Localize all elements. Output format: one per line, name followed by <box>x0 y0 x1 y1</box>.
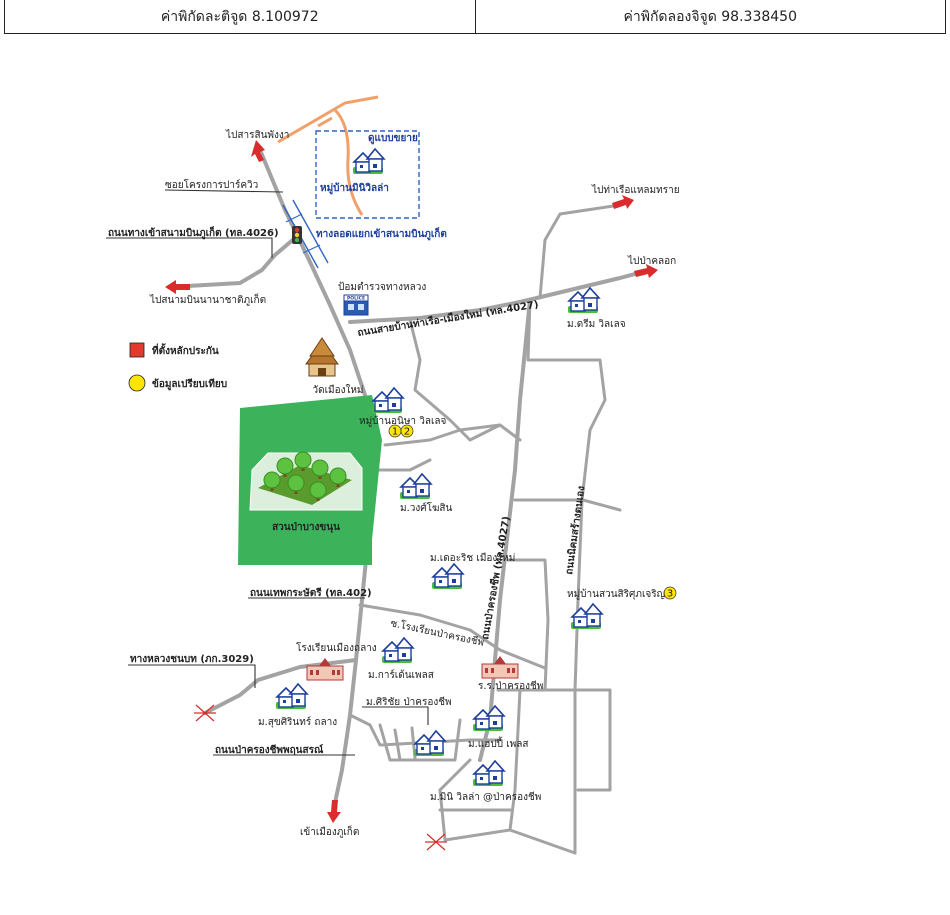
label-dream-village: ม.ดรีม วิลเลจ <box>567 318 626 330</box>
comparable-3: 3 <box>667 589 673 600</box>
temple-label: วัดเมืองใหม่ <box>312 384 363 396</box>
legend: ที่ตั้งหลักประกัน ข้อมูลเปรียบเทียบ <box>128 342 227 392</box>
police-box-icon: POLICE <box>343 294 369 316</box>
school-icon <box>481 656 519 679</box>
label-to-pier: ไปท่าเรือแหลมทราย <box>591 184 680 196</box>
label-thepkrasattri-road: ถนนเทพกระษัตรี (ทล.402) <box>250 587 372 599</box>
temple-icon <box>305 337 339 377</box>
label-pa-khlong-school: ร.ร.ป่าครองชีพ <box>478 680 543 692</box>
coordinate-header: ค่าพิกัดละติจูด 8.100972 ค่าพิกัดลองจิจู… <box>4 0 946 34</box>
label-to-phuket: เข้าเมืองภูเก็ต <box>300 824 359 838</box>
traffic-light-icon <box>292 226 302 244</box>
comparable-markers: 1 2 3 <box>388 424 677 600</box>
label-airport-road: ถนนทางเข้าสนามบินภูเก็ต (ทล.4026) <box>108 225 279 240</box>
comparable-marker <box>128 374 146 392</box>
label-pa-khlong-samphan: ถนนป่าครองชีพพฤนสรณ์ <box>215 744 324 756</box>
latitude-cell: ค่าพิกัดละติจูด 8.100972 <box>160 8 319 25</box>
label-mini-villa-pa-khlong: ม.มินิ วิลล่า @ป่าครองชีพ <box>430 791 541 803</box>
leader-lines <box>106 189 429 756</box>
park-label: สวนป่าบางขนุน <box>272 521 340 533</box>
label-rural-road: ทางหลวงชนบท (ภก.3029) <box>130 654 254 665</box>
label-sirichai: ม.ศิริชัย ป่าครองชีพ <box>366 696 452 708</box>
label-to-pakhlok: ไปป่าคลอก <box>627 255 676 267</box>
label-garden-place: ม.การ์เด้นเพลส <box>368 669 434 681</box>
comparable-2: 2 <box>404 427 410 438</box>
legend-comparable: ข้อมูลเปรียบเทียบ <box>152 378 227 391</box>
label-to-sarasin: ไปสารสินพังงา <box>225 129 289 141</box>
label-pa-khlong-road: ถนนป่าครองชีพ (ทล.4027) <box>479 515 513 640</box>
police-box-label: ป้อมตำรวจทางหลวง <box>338 281 426 293</box>
police-sign-text: POLICE <box>347 296 365 302</box>
orange-road <box>277 95 379 216</box>
longitude-cell: ค่าพิกัดลองจิจูด 98.338450 <box>474 0 946 33</box>
label-wongkosin: ม.วงศ์โฆสิน <box>400 501 453 514</box>
label-happy-place: ม.แฮปปี้ เพลส <box>468 736 528 750</box>
label-suan-kaew: หมู่บ้านสวนสิริศุภเจริญ <box>567 588 665 600</box>
dead-end-icon <box>194 704 447 851</box>
legend-collateral: ที่ตั้งหลักประกัน <box>152 343 219 357</box>
label-mini-villa: หมู่บ้านมินิวิลล่า <box>320 182 389 195</box>
label-to-airport: ไปสนามบินนานาชาติภูเก็ต <box>149 292 266 306</box>
comparable-1: 1 <box>392 427 398 438</box>
label-underpass: ทางลอดแยกเข้าสนามบินภูเก็ต <box>316 226 447 241</box>
park-area: สวนป่าบางขนุน <box>238 395 382 565</box>
red-arrow-icon <box>165 140 658 823</box>
label-greenwich: ม.เดอะริช เมืองใหม่ <box>430 552 515 564</box>
collateral-marker <box>129 342 145 358</box>
label-muang-thalang-school: โรงเรียนเมืองถลาง <box>296 641 377 654</box>
label-park-project-soi: ซอยโครงการปาร์ควิว <box>165 178 258 191</box>
label-suk-sirin: ม.สุขศิรินทร์ ถลาง <box>258 716 337 728</box>
school-icon <box>306 658 344 681</box>
expansion-zone-box <box>315 130 420 219</box>
label-anisa-village: หมู่บ้านอนิษา วิลเลจ <box>359 415 446 427</box>
label-expansion-zone: ดูแบบขยาย <box>368 133 418 145</box>
